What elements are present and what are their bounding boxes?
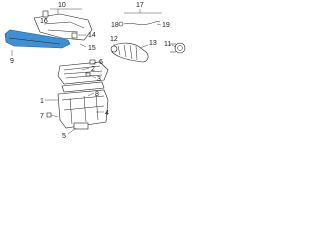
resonator-upper-duct[interactable] xyxy=(33,13,93,41)
duct-ridge-line xyxy=(8,37,61,45)
parts-diagram: 1 2 3 4 5 6 7 8 9 10 11 12 13 14 15 16 1… xyxy=(4,2,186,140)
callout-5: 5 xyxy=(62,133,66,140)
callout-2: 2 xyxy=(91,66,95,73)
callout-9: 9 xyxy=(10,58,14,65)
callout-4: 4 xyxy=(105,110,109,117)
callout-14: 14 xyxy=(88,32,96,39)
callout-1: 1 xyxy=(40,98,44,105)
throttle-body-mount xyxy=(170,43,176,53)
callout-7: 7 xyxy=(40,113,44,120)
callout-19: 19 xyxy=(162,22,170,29)
callout-11: 11 xyxy=(164,41,171,48)
throttle-body-inner xyxy=(177,45,183,51)
tray-part-5[interactable] xyxy=(73,122,89,130)
bracket-line-17 xyxy=(124,9,162,14)
housing-detail xyxy=(61,94,105,125)
bracket-line-10 xyxy=(50,8,82,14)
bolt-part-3[interactable] xyxy=(85,72,91,77)
throttle-body-ring[interactable] xyxy=(174,42,186,54)
hose-clamp-18[interactable] xyxy=(118,21,124,27)
clip-part-16[interactable] xyxy=(42,10,49,18)
leader-line-5 xyxy=(67,127,77,135)
air-cleaner-cover[interactable] xyxy=(57,61,109,85)
leader-line-13 xyxy=(139,44,149,49)
callout-10: 10 xyxy=(58,2,66,9)
leader-line-6 xyxy=(91,61,99,65)
air-filter-element[interactable] xyxy=(61,81,105,93)
callout-17: 17 xyxy=(136,2,144,9)
leader-line-7 xyxy=(50,114,59,118)
leader-line-3 xyxy=(89,74,97,79)
callout-18: 18 xyxy=(111,22,119,29)
callout-8: 8 xyxy=(95,91,99,98)
grommet-part-7[interactable] xyxy=(46,112,52,118)
callout-12: 12 xyxy=(110,36,118,43)
callout-6: 6 xyxy=(99,59,103,66)
callout-15: 15 xyxy=(88,45,96,52)
callout-13: 13 xyxy=(149,40,157,47)
callout-3: 3 xyxy=(97,76,101,83)
air-cleaner-housing[interactable] xyxy=(57,89,109,129)
resonator-detail xyxy=(43,21,85,33)
clip-part-14[interactable] xyxy=(71,32,78,39)
leader-line-8 xyxy=(87,92,95,97)
callout-16: 16 xyxy=(40,18,48,25)
leader-line-15 xyxy=(79,43,87,48)
leader-line-11 xyxy=(171,44,177,48)
leader-line-2 xyxy=(81,67,90,71)
leader-line-19 xyxy=(156,23,162,26)
cover-ribs xyxy=(63,65,103,79)
intake-tube[interactable] xyxy=(111,42,149,63)
clamp-part-12[interactable] xyxy=(110,45,118,53)
intake-tube-ribs xyxy=(117,44,138,61)
vent-hose[interactable] xyxy=(123,21,161,25)
